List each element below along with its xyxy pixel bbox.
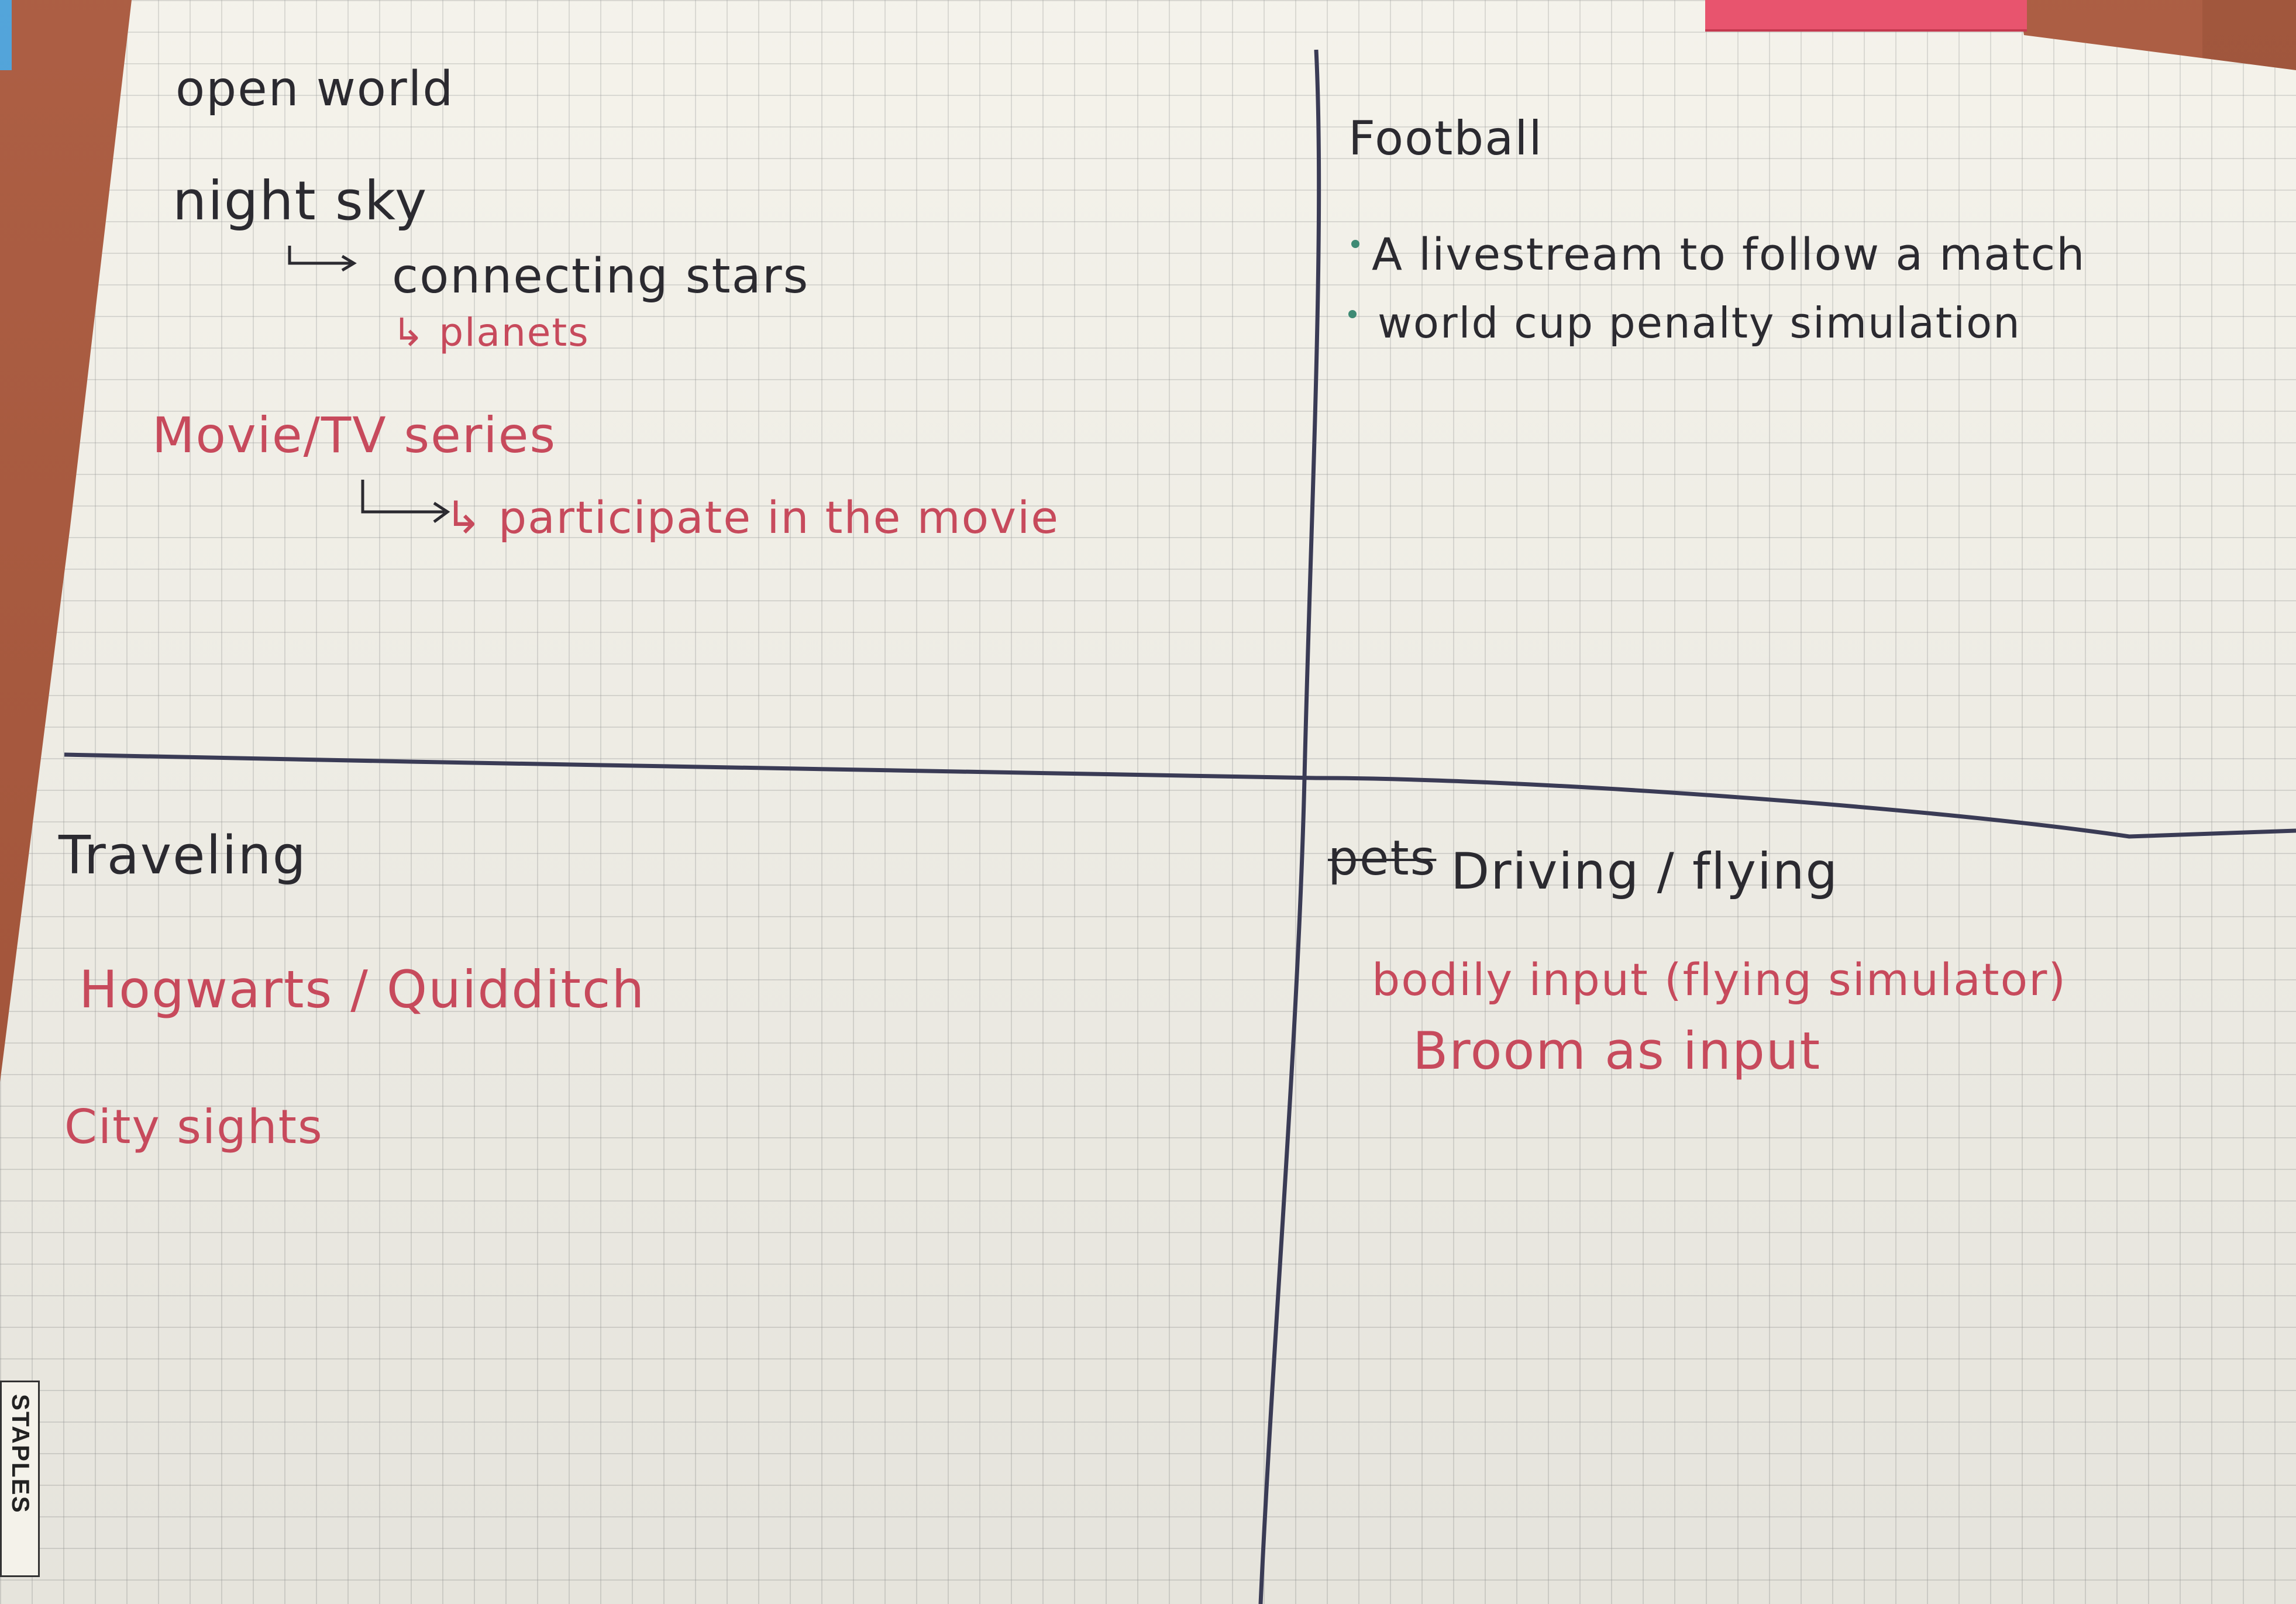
text-hogwarts-quidditch: Hogwarts / Quidditch xyxy=(79,959,646,1020)
text-connecting-stars: connecting stars xyxy=(392,249,810,304)
text-city-sights: City sights xyxy=(64,1100,323,1154)
title-football: Football xyxy=(1348,111,1543,166)
struck-word-pets: pets xyxy=(1328,831,1437,886)
pink-sticky-note xyxy=(1705,0,2027,32)
text-bodily-input: bodily input (flying simulator) xyxy=(1372,954,2067,1006)
text-movie-tv-series: Movie/TV series xyxy=(152,407,557,464)
text-penalty-simulation: world cup penalty simulation xyxy=(1378,298,2021,347)
staples-brand-label: STAPLES xyxy=(0,1381,40,1577)
title-open-world: open world xyxy=(175,61,455,117)
text-livestream: A livestream to follow a match xyxy=(1372,228,2086,280)
text-planets: ↳ planets xyxy=(392,310,590,355)
brand-text: STAPLES xyxy=(7,1394,35,1514)
bullet-icon xyxy=(1348,310,1357,318)
title-traveling: Traveling xyxy=(58,825,307,886)
title-driving-flying: Driving / flying xyxy=(1451,842,1839,901)
bullet-icon xyxy=(1351,240,1359,248)
arrow-movie xyxy=(361,480,450,524)
arrow-night-sky xyxy=(288,246,357,272)
text-participate: ↳ participate in the movie xyxy=(445,491,1059,543)
text-night-sky: night sky xyxy=(173,170,428,232)
horizontal-divider xyxy=(64,752,2296,839)
vertical-divider xyxy=(1258,49,1321,1604)
blue-object-corner xyxy=(0,0,12,70)
text-broom-input: Broom as input xyxy=(1413,1021,1822,1081)
